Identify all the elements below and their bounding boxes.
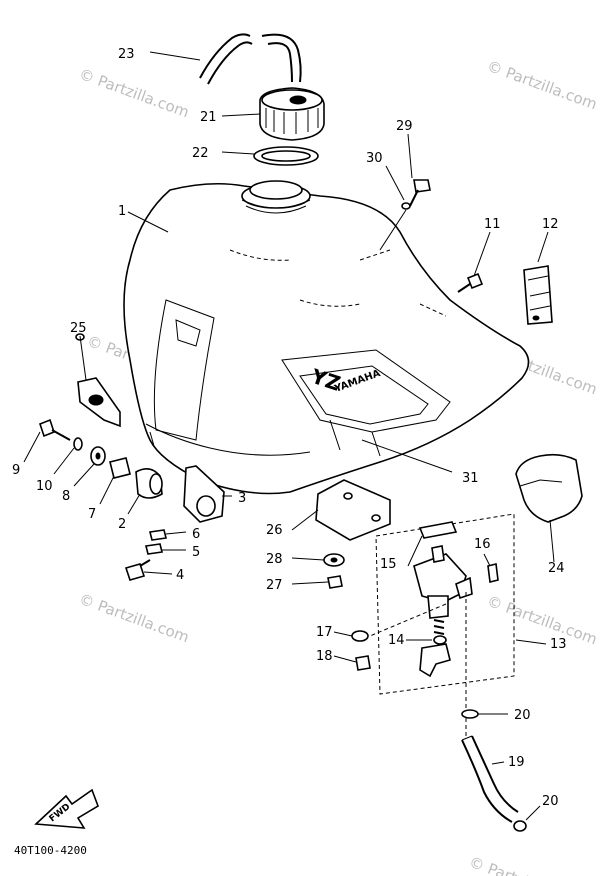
callout-24: 24 [548, 561, 565, 576]
fuel-hose-19 [461, 735, 519, 823]
nut-6 [149, 529, 167, 541]
collar-7 [109, 457, 131, 479]
callout-23: 23 [118, 47, 135, 62]
callout-8: 8 [62, 489, 70, 504]
callout-26: 26 [266, 523, 283, 538]
callout-2: 2 [118, 517, 126, 532]
callout-3: 3 [238, 491, 246, 506]
callout-6: 6 [192, 527, 200, 542]
callout-16: 16 [474, 537, 491, 552]
callout-30: 30 [366, 151, 383, 166]
collar-28 [323, 553, 345, 567]
watermark: © Partzilla.com [77, 590, 192, 647]
bracket-3 [183, 465, 225, 523]
callout-31: 31 [462, 471, 479, 486]
callout-28: 28 [266, 552, 283, 567]
diagram-code: 40T100-4200 [14, 844, 87, 857]
callout-labels: 23 21 22 1 29 30 11 12 25 9 10 8 7 2 3 6… [12, 47, 567, 809]
spring-14 [433, 619, 447, 645]
callout-4: 4 [176, 568, 184, 583]
callout-20-lower: 20 [542, 794, 559, 809]
callout-14: 14 [388, 633, 405, 648]
watermark: © Partzilla.com [77, 65, 192, 122]
callout-7: 7 [88, 507, 96, 522]
callout-13: 13 [550, 637, 567, 652]
callout-11: 11 [484, 217, 501, 232]
leader-31 [361, 439, 453, 473]
gasket-15 [418, 521, 458, 539]
callout-29: 29 [396, 119, 413, 134]
callout-20-upper: 20 [514, 708, 531, 723]
tank-cover-24 [515, 453, 583, 523]
rubber-damper-12 [523, 265, 553, 325]
callout-21: 21 [200, 110, 217, 125]
hose-clip-20-upper [461, 709, 479, 719]
bolt-27 [327, 575, 343, 589]
washer-8 [90, 446, 106, 466]
plate-26 [315, 479, 391, 541]
screw-16 [487, 563, 499, 583]
screw-18 [355, 655, 371, 671]
bolt-11 [457, 272, 484, 293]
fuel-cock-assembly-box [375, 513, 515, 695]
bracket-25 [75, 333, 121, 428]
watermark: © Partzilla.com [485, 592, 600, 649]
callout-22: 22 [192, 146, 209, 161]
fuel-cock [413, 545, 473, 619]
watermark: © Partzilla.com [467, 853, 582, 876]
breather-hose [199, 33, 302, 85]
callout-5: 5 [192, 545, 200, 560]
callout-25: 25 [70, 321, 87, 336]
o-ring-17 [351, 630, 369, 642]
callout-19: 19 [508, 755, 525, 770]
callout-17: 17 [316, 625, 333, 640]
fwd-arrow-icon: FWD [34, 788, 99, 829]
damper-2 [135, 468, 163, 499]
callout-18: 18 [316, 649, 333, 664]
callout-27: 27 [266, 578, 283, 593]
washer-10 [73, 437, 83, 451]
fuel-cap [259, 87, 325, 141]
callout-10: 10 [36, 479, 53, 494]
callout-9: 9 [12, 463, 20, 478]
bolt-9 [39, 418, 71, 441]
hose-clip-20-lower [513, 820, 527, 832]
callout-1: 1 [118, 204, 126, 219]
watermark: © Partzilla.com [485, 57, 600, 114]
bolt-29 [409, 179, 431, 207]
callout-12: 12 [542, 217, 559, 232]
screw-4 [124, 559, 151, 581]
washer-30 [401, 202, 411, 210]
callout-15: 15 [380, 557, 397, 572]
lever-14 [419, 643, 451, 678]
leader-lines [23, 51, 555, 821]
cap-gasket [253, 146, 319, 166]
fuel-tank [123, 180, 530, 495]
washer-5 [145, 543, 163, 555]
